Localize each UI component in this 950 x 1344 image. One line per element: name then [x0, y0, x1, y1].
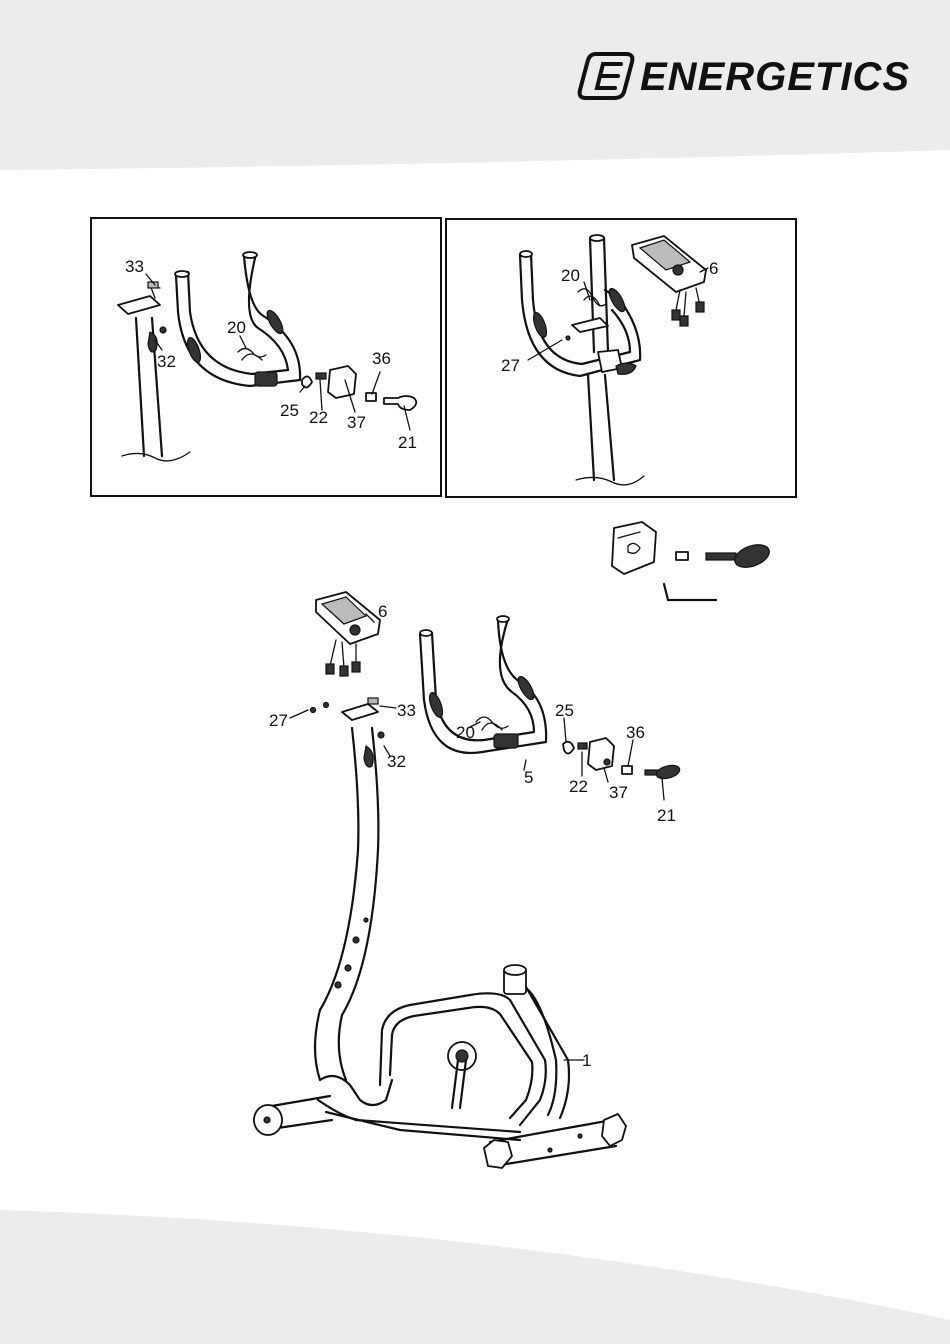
- callout-20: 20: [227, 318, 246, 337]
- callout-1: 1: [582, 1051, 591, 1070]
- clamp-cover-icon: [612, 522, 656, 574]
- callout-33: 33: [397, 701, 416, 720]
- callout-20: 20: [561, 266, 580, 285]
- spacer-icon: [676, 552, 688, 560]
- callout-37: 37: [609, 783, 628, 802]
- callout-25: 25: [555, 701, 574, 720]
- detail-panel-right: [446, 219, 796, 497]
- callout-36: 36: [626, 723, 645, 742]
- callout-20: 20: [456, 723, 475, 742]
- callout-5: 5: [524, 768, 533, 787]
- callout-37: 37: [347, 413, 366, 432]
- callout-22: 22: [309, 408, 328, 427]
- knob-bolt-icon: [706, 540, 772, 571]
- callout-21: 21: [657, 806, 676, 825]
- main-assembly: [254, 592, 681, 1168]
- callout-27: 27: [269, 711, 288, 730]
- brand-name: ENERGETICS: [640, 55, 910, 99]
- footer-band: [0, 1210, 950, 1344]
- callout-36: 36: [372, 349, 391, 368]
- callout-6: 6: [378, 602, 387, 621]
- callout-32: 32: [387, 752, 406, 771]
- tools-group: [612, 522, 772, 600]
- callout-32: 32: [157, 352, 176, 371]
- allen-key-icon: [664, 584, 716, 600]
- callout-27: 27: [501, 356, 520, 375]
- callout-22: 22: [569, 777, 588, 796]
- callout-21: 21: [398, 433, 417, 452]
- callout-6: 6: [709, 259, 718, 278]
- callout-33: 33: [125, 257, 144, 276]
- callout-25: 25: [280, 401, 299, 420]
